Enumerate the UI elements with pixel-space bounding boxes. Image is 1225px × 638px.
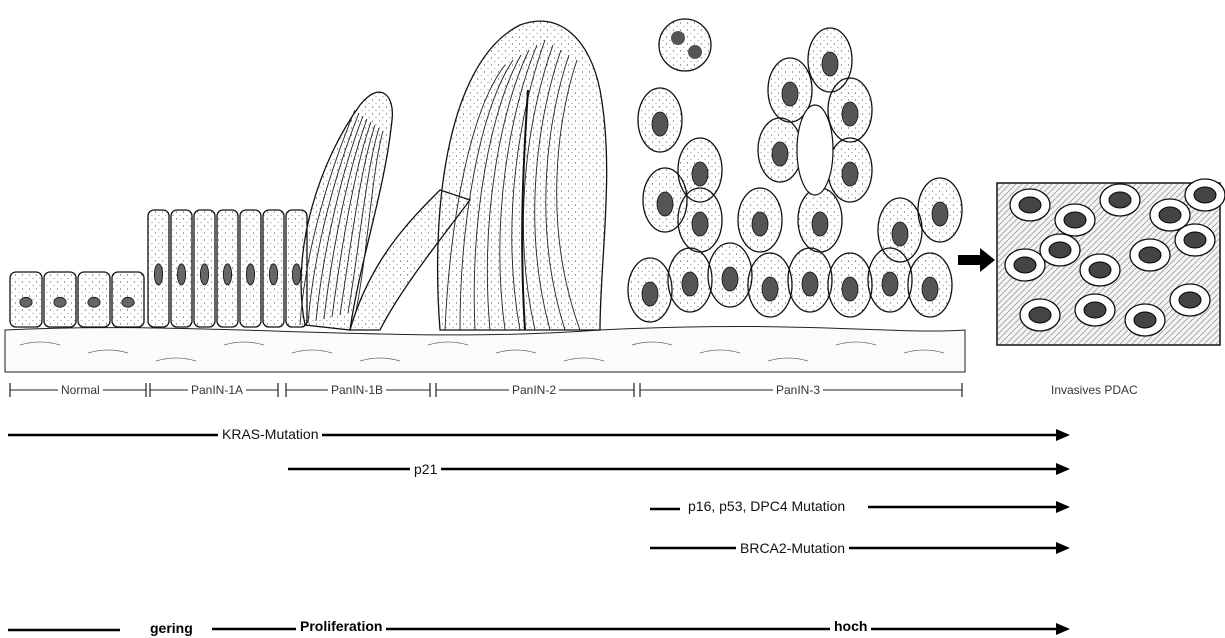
p21-label: p21 — [410, 461, 441, 477]
proliferation-high-label: hoch — [830, 618, 871, 634]
stage-label-panin-2: PanIN-2 — [509, 383, 559, 397]
detached-cell-cluster — [659, 19, 711, 71]
nucleus — [782, 82, 798, 106]
nucleus — [812, 212, 828, 236]
brca2-mutation-label: BRCA2-Mutation — [736, 540, 849, 556]
nucleus — [822, 52, 838, 76]
nucleus — [154, 264, 162, 285]
mutation-arrows — [8, 429, 1070, 635]
nucleus — [88, 297, 100, 307]
nucleus — [688, 45, 702, 59]
nucleus — [20, 297, 32, 307]
nucleus — [1159, 207, 1181, 223]
nucleus — [692, 212, 708, 236]
progression-arrow — [958, 248, 995, 272]
nucleus — [892, 222, 908, 246]
stroma — [5, 326, 965, 372]
nucleus — [1089, 262, 1111, 278]
epithelium-drawing — [5, 19, 965, 372]
nucleus — [177, 264, 185, 285]
nucleus — [682, 272, 698, 296]
nucleus — [1179, 292, 1201, 308]
p21-arrow-head — [1056, 463, 1070, 475]
nucleus — [802, 272, 818, 296]
nucleus — [657, 192, 673, 216]
nucleus — [692, 162, 708, 186]
nucleus — [842, 102, 858, 126]
proliferation-label: Proliferation — [296, 618, 386, 634]
brca2-arrow-head — [1056, 542, 1070, 554]
kras-arrow-head — [1056, 429, 1070, 441]
proliferation-arrow-head — [1056, 623, 1070, 635]
nucleus — [54, 297, 66, 307]
nucleus — [882, 272, 898, 296]
nucleus — [1019, 197, 1041, 213]
p16-arrow-head — [1056, 501, 1070, 513]
panin-3-lumen — [797, 105, 833, 195]
nucleus — [1049, 242, 1071, 258]
nucleus — [932, 202, 948, 226]
nucleus — [772, 142, 788, 166]
stage-label-panin-1b: PanIN-1B — [328, 383, 386, 397]
nucleus — [762, 277, 778, 301]
stage-label-panin-3: PanIN-3 — [773, 383, 823, 397]
nucleus — [1084, 302, 1106, 318]
nucleus — [842, 162, 858, 186]
nucleus — [1194, 187, 1216, 203]
nucleus — [1014, 257, 1036, 273]
invasive-pdac-label: Invasives PDAC — [1048, 383, 1141, 397]
kras-mutation-label: KRAS-Mutation — [218, 426, 322, 442]
nucleus — [1184, 232, 1206, 248]
nucleus — [842, 277, 858, 301]
proliferation-low-label: gering — [146, 620, 197, 636]
nucleus — [722, 267, 738, 291]
nucleus — [223, 264, 231, 285]
nucleus — [1139, 247, 1161, 263]
nucleus — [671, 31, 685, 45]
nucleus — [246, 264, 254, 285]
nucleus — [269, 264, 277, 285]
nucleus — [642, 282, 658, 306]
stage-label-panin-1a: PanIN-1A — [188, 383, 246, 397]
nucleus — [1109, 192, 1131, 208]
nucleus — [652, 112, 668, 136]
nucleus — [922, 277, 938, 301]
nucleus — [200, 264, 208, 285]
invasive-pdac-image — [997, 179, 1225, 345]
p16-p53-dpc4-mutation-label: p16, p53, DPC4 Mutation — [684, 498, 849, 514]
nucleus — [292, 264, 300, 285]
nucleus — [1134, 312, 1156, 328]
stage-label-normal: Normal — [58, 383, 103, 397]
nucleus — [122, 297, 134, 307]
nucleus — [1029, 307, 1051, 323]
nucleus — [1064, 212, 1086, 228]
nucleus — [752, 212, 768, 236]
